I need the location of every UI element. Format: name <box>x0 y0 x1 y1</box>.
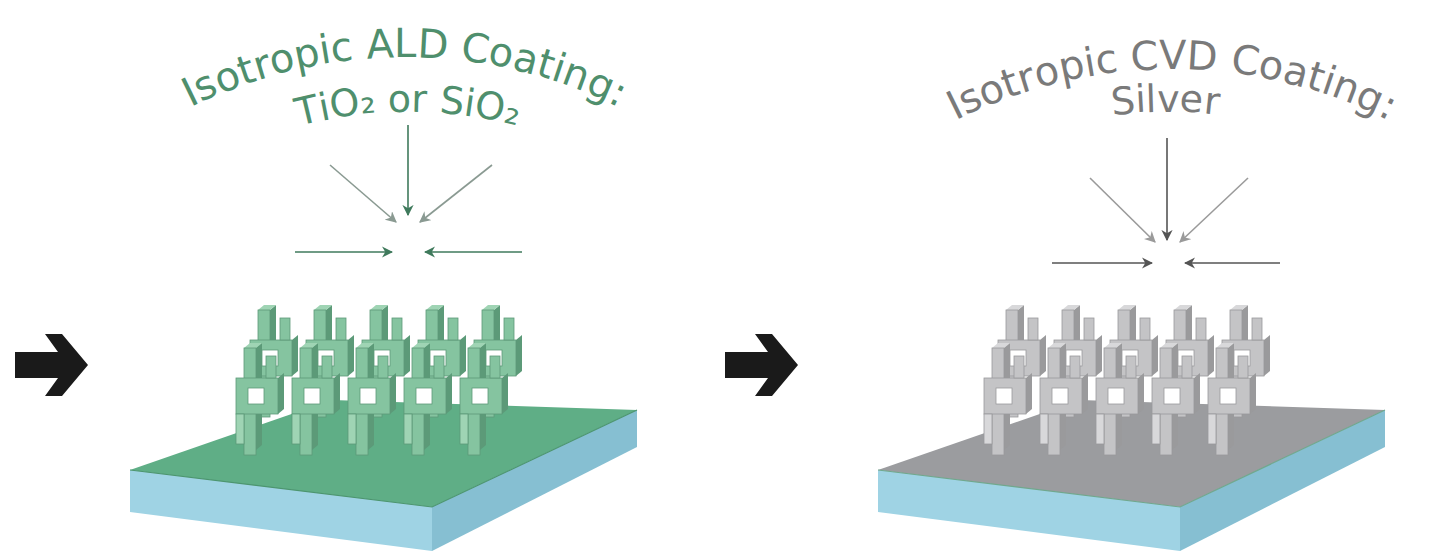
title-glyph: e <box>1179 80 1205 119</box>
nanostructure <box>460 343 508 455</box>
title-glyph <box>374 80 388 119</box>
nanostructures <box>984 305 1270 455</box>
nanostructure <box>1208 343 1256 455</box>
title-glyph: v <box>1157 80 1180 118</box>
title-glyph: i <box>1134 80 1147 119</box>
title-glyph: c <box>1092 38 1119 81</box>
nanostructures <box>236 305 522 455</box>
nanostructure <box>236 343 284 455</box>
title-glyph: A <box>365 23 394 64</box>
nanostructure <box>984 343 1032 455</box>
nanostructure <box>348 343 396 455</box>
nanostructure <box>404 343 452 455</box>
substrate <box>130 400 637 551</box>
process-arrow <box>725 334 798 396</box>
title-glyph: r <box>1202 81 1221 120</box>
nanostructure <box>1040 343 1088 455</box>
title-glyph: O <box>327 82 362 124</box>
title-glyph: L <box>394 23 416 63</box>
title-glyph: c <box>328 26 355 68</box>
deposition-arrows <box>295 125 522 252</box>
title-glyph: D <box>1186 35 1219 77</box>
process-arrow <box>15 334 88 396</box>
title-glyph: r <box>411 80 428 118</box>
substrate <box>878 400 1385 551</box>
deposition-arrows <box>1052 138 1280 263</box>
title-glyph: S <box>1109 81 1137 121</box>
nanostructure <box>1152 343 1200 455</box>
title-glyph: C <box>1129 35 1159 77</box>
title-glyph: D <box>416 23 449 65</box>
title-glyph: o <box>388 79 412 117</box>
title-glyph: V <box>1159 35 1186 75</box>
nanostructure <box>292 343 340 455</box>
title-glyph: l <box>1145 80 1157 118</box>
nanostructure <box>1096 343 1144 455</box>
title-glyph: ₂ <box>358 81 377 120</box>
